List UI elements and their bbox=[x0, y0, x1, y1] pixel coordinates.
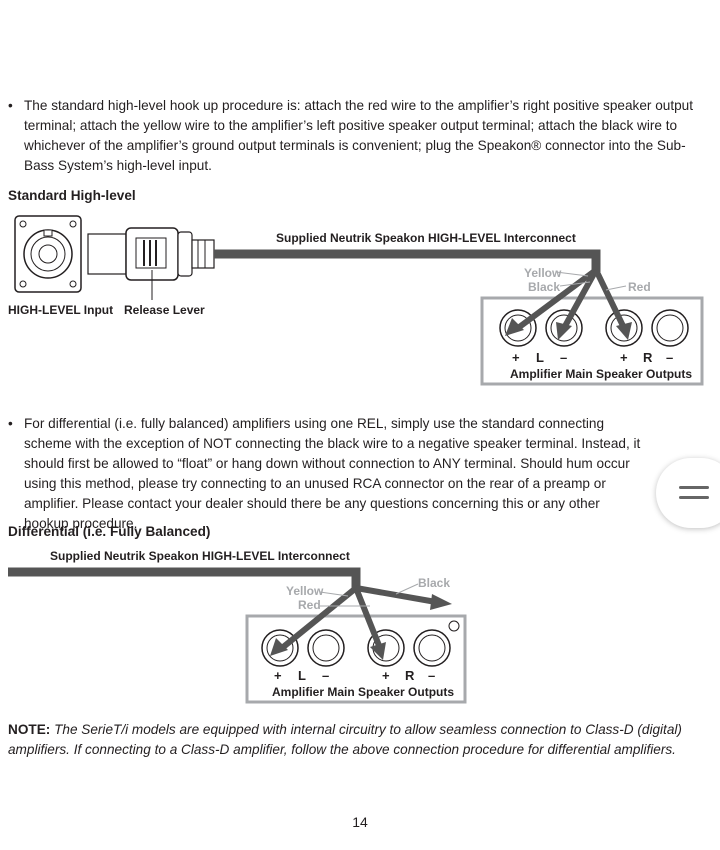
terminal-minus-left: – bbox=[322, 668, 329, 683]
cable-label: Supplied Neutrik Speakon HIGH-LEVEL Inte… bbox=[50, 549, 350, 563]
amp-outputs-label: Amplifier Main Speaker Outputs bbox=[510, 367, 692, 381]
cable-label: Supplied Neutrik Speakon HIGH-LEVEL Inte… bbox=[276, 231, 576, 245]
speakon-plug bbox=[87, 227, 215, 281]
differential-diagram: Supplied Neutrik Speakon HIGH-LEVEL Inte… bbox=[0, 544, 720, 706]
amp-outputs-label: Amplifier Main Speaker Outputs bbox=[272, 685, 454, 699]
paragraph-text: The standard high-level hook up procedur… bbox=[24, 98, 693, 173]
terminal-minus-right: – bbox=[666, 350, 673, 365]
note-paragraph: NOTE: The SerieT/i models are equipped w… bbox=[8, 720, 713, 760]
intro-paragraph: • The standard high-level hook up proced… bbox=[8, 96, 708, 176]
differential-paragraph: • For differential (i.e. fully balanced)… bbox=[8, 414, 708, 534]
terminal-r: R bbox=[643, 350, 653, 365]
standard-high-level-diagram: Supplied Neutrik Speakon HIGH-LEVEL Inte… bbox=[0, 210, 720, 390]
wires bbox=[270, 585, 452, 660]
note-text: The SerieT/i models are equipped with in… bbox=[8, 722, 682, 757]
note-label: NOTE: bbox=[8, 722, 51, 737]
scroll-handle[interactable] bbox=[656, 458, 720, 528]
wire-yellow-label: Yellow bbox=[286, 584, 324, 598]
terminal-plus-right: + bbox=[620, 350, 628, 365]
page-number: 14 bbox=[352, 814, 368, 830]
terminal-r: R bbox=[405, 668, 415, 683]
heading-standard-high-level: Standard High-level bbox=[8, 188, 136, 203]
bullet: • bbox=[8, 416, 13, 431]
amp-terminals bbox=[261, 629, 451, 667]
wire-red-label: Red bbox=[298, 598, 321, 612]
heading-differential: Differential (i.e. Fully Balanced) bbox=[8, 524, 211, 539]
terminal-minus-right: – bbox=[428, 668, 435, 683]
release-lever-label: Release Lever bbox=[124, 303, 205, 317]
terminal-l: L bbox=[298, 668, 306, 683]
wires bbox=[505, 267, 632, 340]
high-level-input-label: HIGH-LEVEL Input bbox=[8, 303, 113, 317]
terminal-l: L bbox=[536, 350, 544, 365]
terminal-plus-left: + bbox=[512, 350, 520, 365]
bullet: • bbox=[8, 98, 13, 113]
paragraph-text: For differential (i.e. fully balanced) a… bbox=[24, 416, 641, 531]
wire-black-label: Black bbox=[418, 576, 450, 590]
amp-terminals bbox=[499, 309, 689, 347]
wire-yellow-label: Yellow bbox=[524, 266, 562, 280]
terminal-plus-left: + bbox=[274, 668, 282, 683]
wire-black-label: Black bbox=[528, 280, 560, 294]
speakon-input-socket bbox=[14, 215, 82, 293]
wire-red-label: Red bbox=[628, 280, 651, 294]
terminal-plus-right: + bbox=[382, 668, 390, 683]
terminal-minus-left: – bbox=[560, 350, 567, 365]
